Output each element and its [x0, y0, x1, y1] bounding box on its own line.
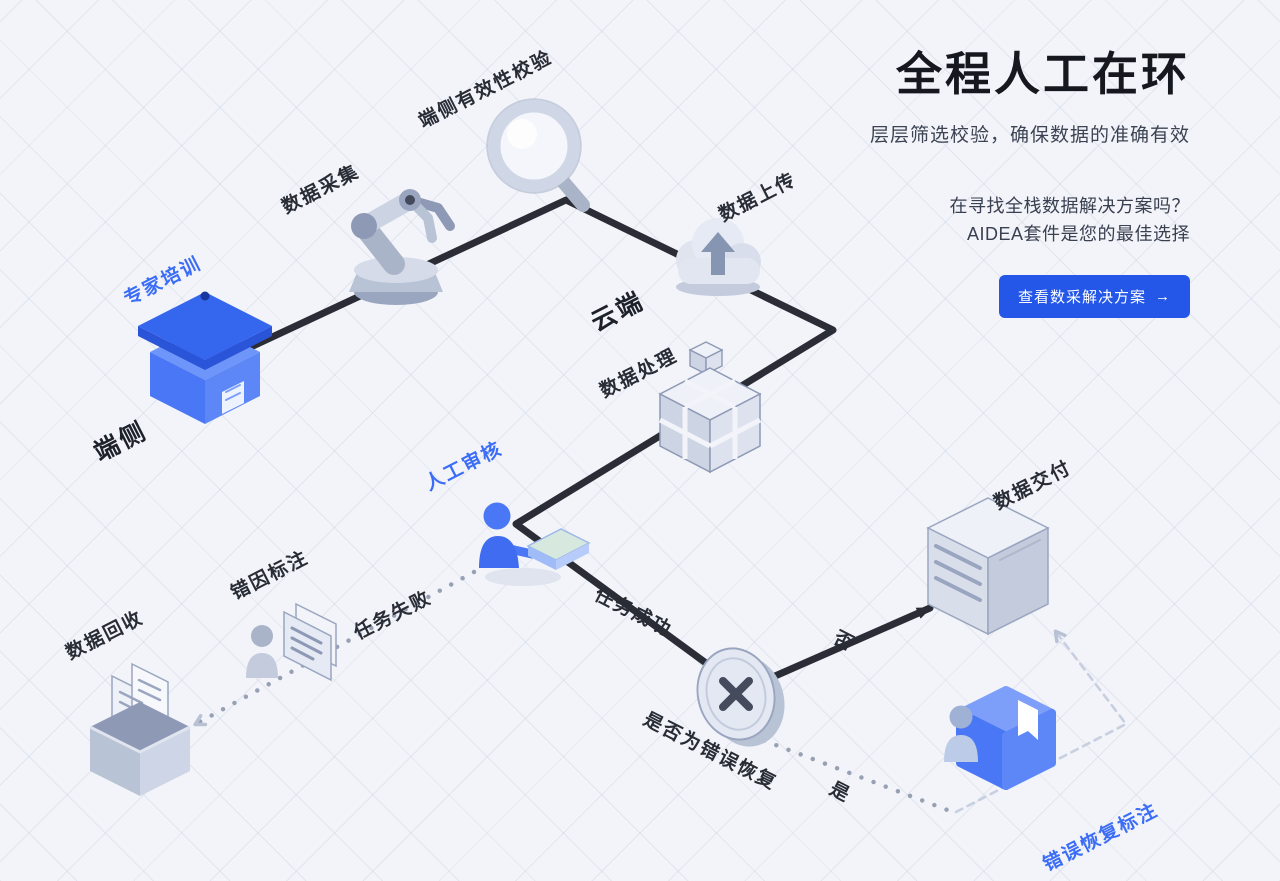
hero-pitch: 在寻找全栈数据解决方案吗？ AIDEA套件是您的最佳选择 [750, 193, 1190, 249]
arrow-right-icon: → [1155, 287, 1171, 305]
hero-panel: 全程人工在环 层层筛选校验，确保数据的准确有效 在寻找全栈数据解决方案吗？ AI… [750, 38, 1190, 318]
server-icon [926, 497, 1050, 636]
pitch-line-1: 在寻找全栈数据解决方案吗？ [949, 196, 1190, 216]
magnifier-icon [486, 98, 590, 212]
person-laptop-icon [479, 502, 591, 586]
podium-icon [138, 291, 272, 424]
pitch-line-2: AIDEA套件是您的最佳选择 [966, 223, 1190, 244]
robot-arm-icon [349, 189, 455, 305]
hero-subtitle: 层层筛选校验，确保数据的准确有效 [869, 125, 1190, 146]
person-book-icon [944, 686, 1056, 790]
cloud-upload-icon [676, 218, 761, 296]
yes-dotted-line [749, 733, 953, 814]
cta-label: 查看数采解决方案 [1017, 288, 1146, 306]
x-disc-icon [696, 647, 785, 747]
cube-stack-icon [658, 341, 762, 474]
person-document-icon [246, 602, 337, 682]
no-branch-line [762, 604, 934, 684]
page-title: 全程人工在环 [896, 48, 1190, 100]
failure-dotted-line [193, 569, 477, 727]
cta-row: 查看数采解决方案 → [750, 274, 1190, 318]
inbox-files-icon [89, 662, 191, 796]
view-solution-button[interactable]: 查看数采解决方案 → [998, 274, 1190, 318]
main-flow-line [236, 196, 837, 670]
